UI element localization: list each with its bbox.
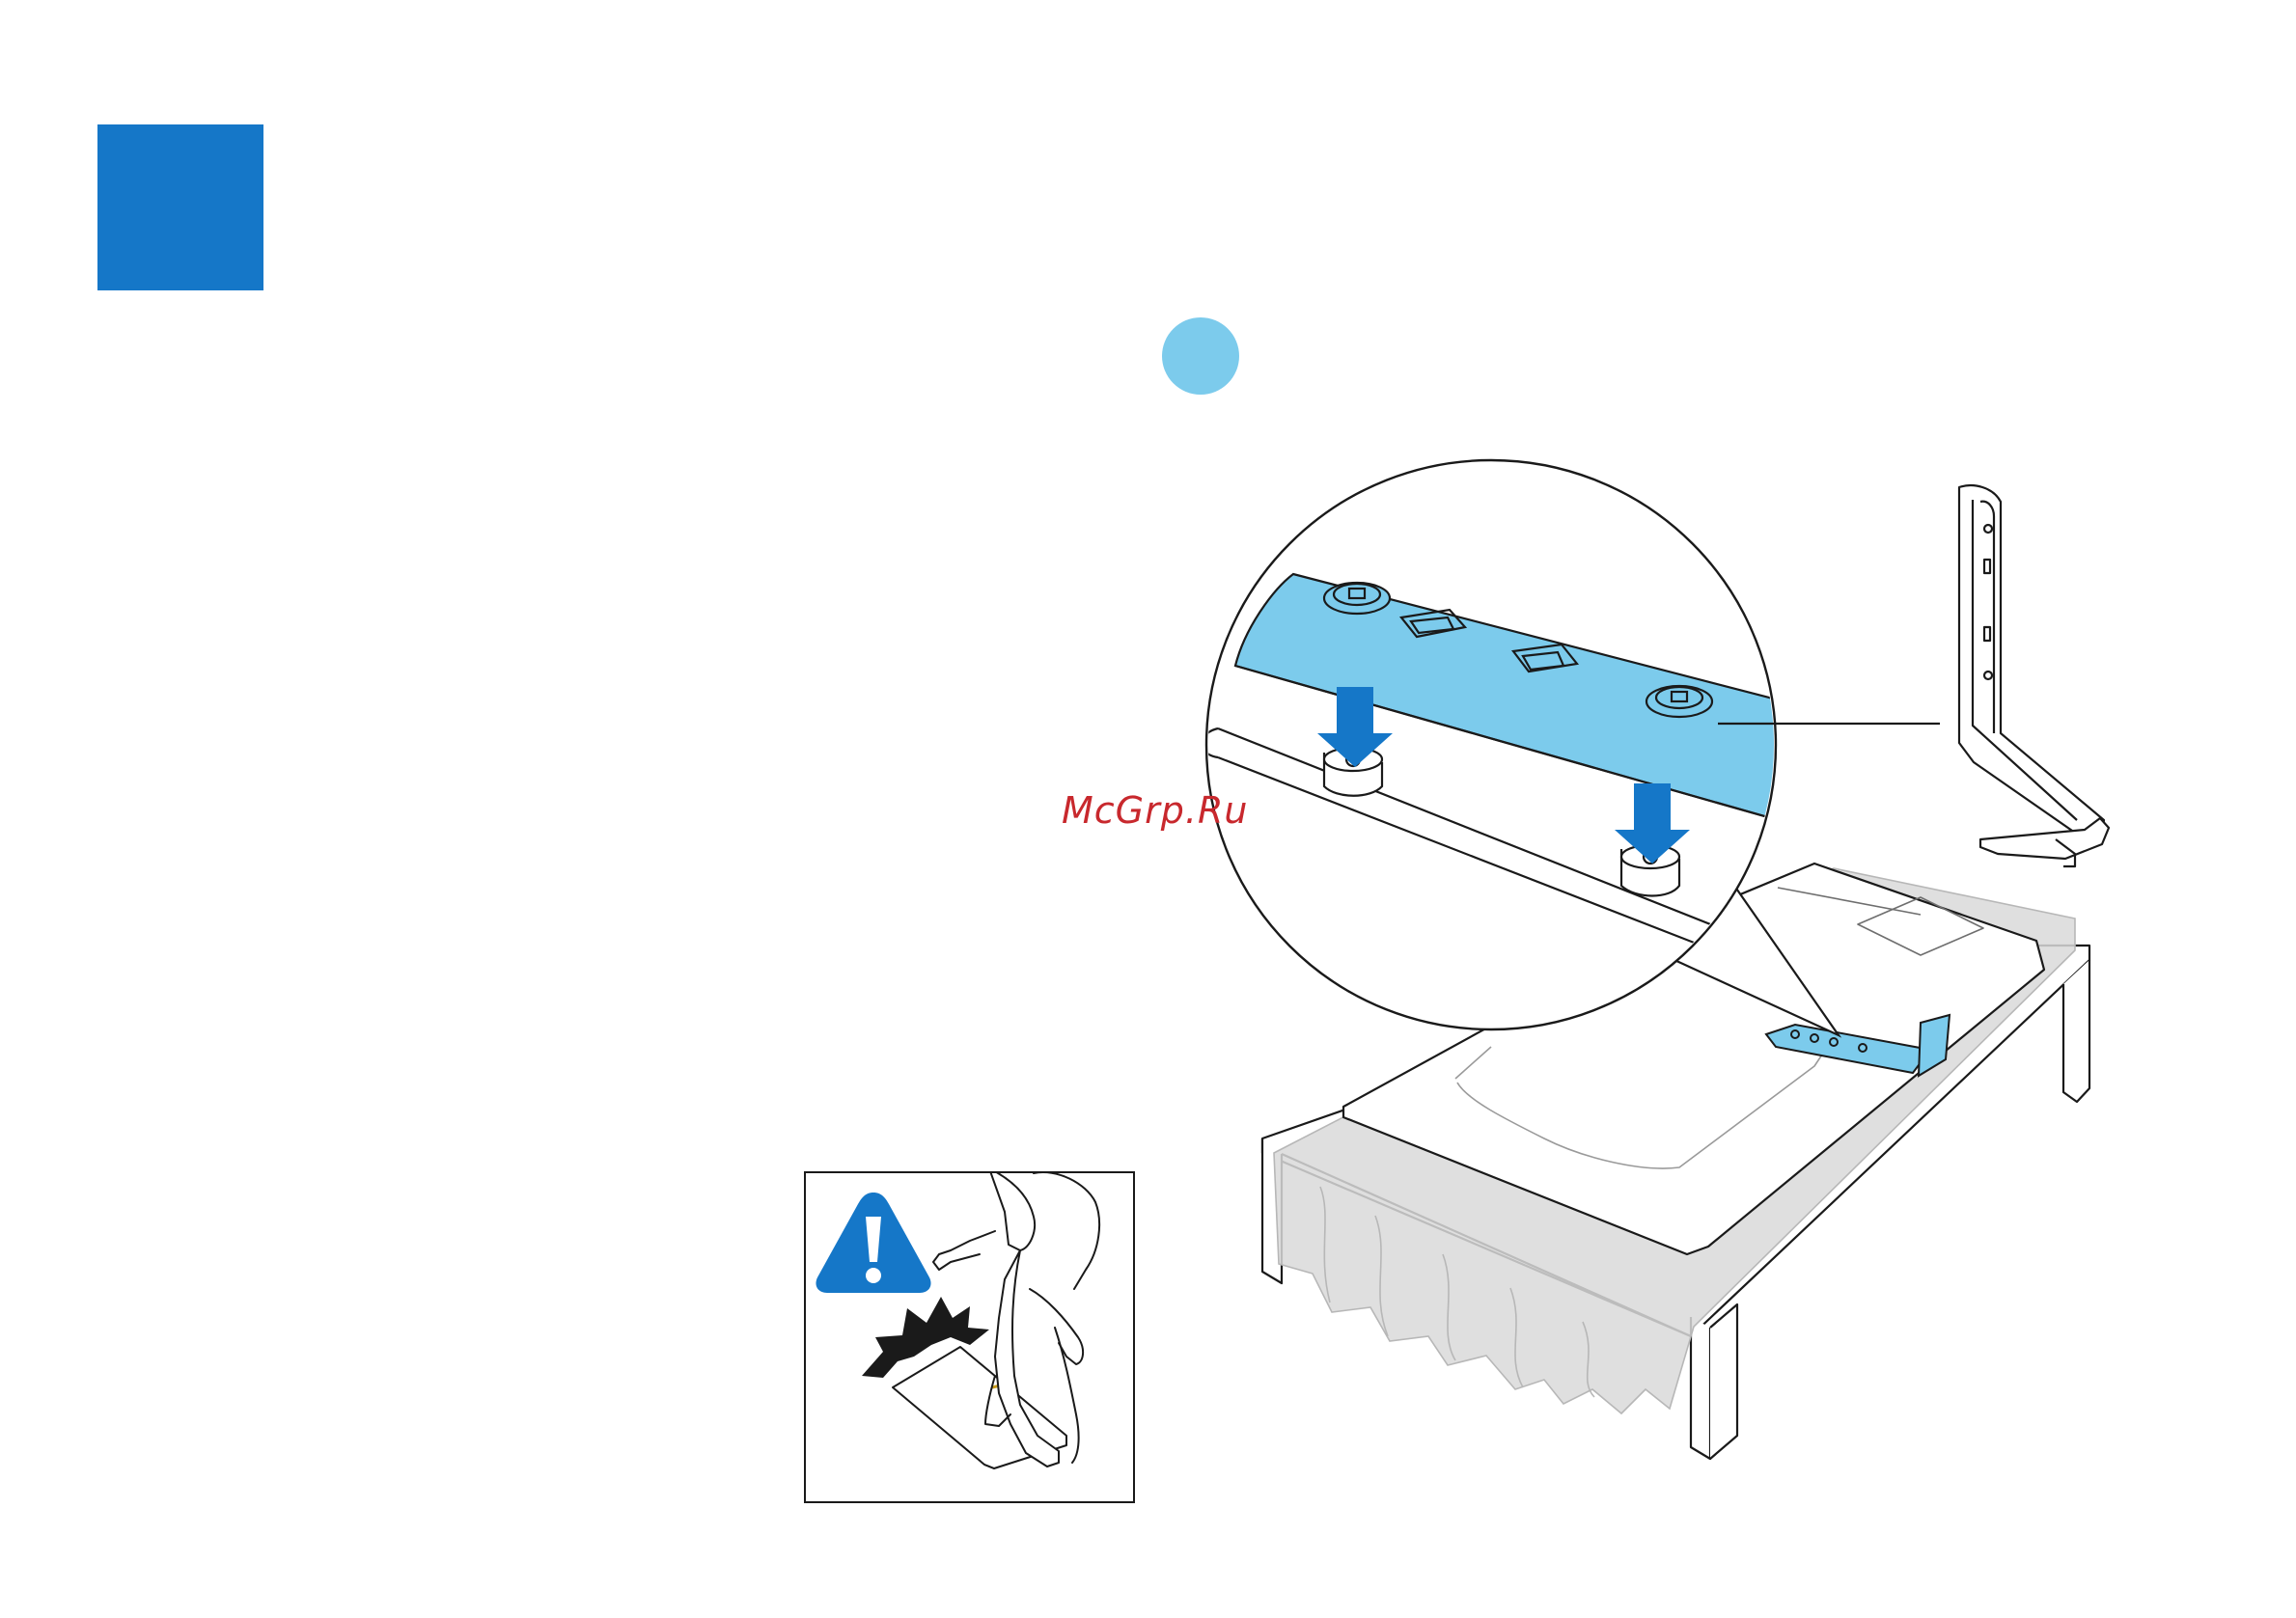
warning-panel: [804, 1171, 1135, 1503]
stand-neck: [1959, 485, 2109, 866]
warning-triangle-icon: [816, 1193, 930, 1293]
watermark-text: McGrp.Ru: [1062, 789, 1248, 832]
